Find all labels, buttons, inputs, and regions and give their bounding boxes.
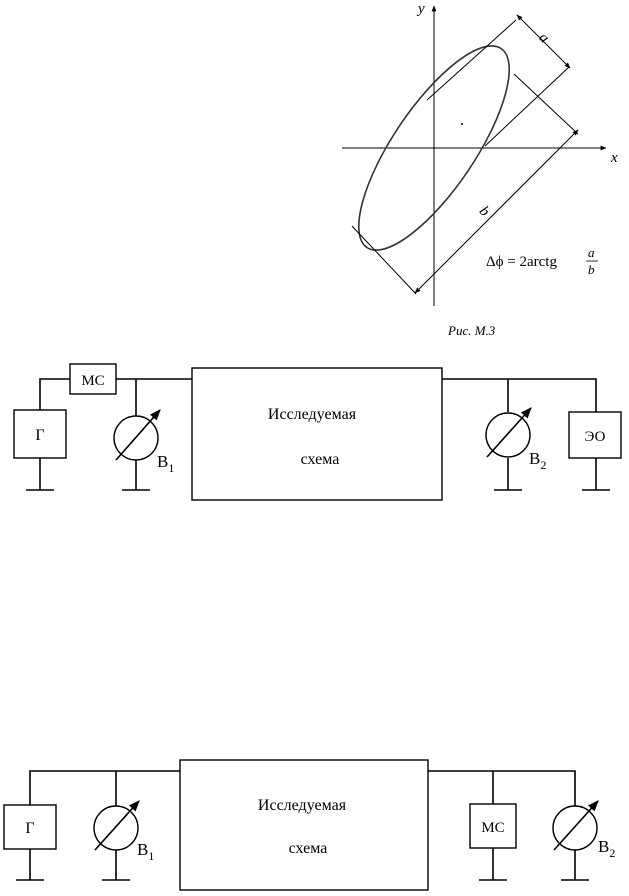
bounding-line: [426, 19, 517, 101]
formula-denominator: b: [588, 262, 595, 277]
circuit-under-test-box: [179, 759, 429, 891]
bounding-line: [513, 73, 579, 135]
bounding-line: [484, 66, 570, 147]
center-dot: [461, 123, 463, 125]
figure-caption: Рис. М.3: [447, 323, 496, 338]
dimension-b-arrow: [414, 129, 579, 294]
voltmeter-1-arrow: [94, 800, 140, 851]
store-label: МС: [481, 820, 504, 836]
voltmeter-1-label: B1: [157, 452, 174, 475]
y-axis-label: y: [416, 1, 425, 17]
circuit-under-test-line2: схема: [301, 451, 340, 468]
wire: [428, 770, 576, 806]
voltmeter-2-arrow: [553, 800, 599, 851]
dimension-a-arrow: [516, 14, 571, 69]
dimension-a-label: a: [535, 30, 552, 47]
store-box: [69, 363, 117, 395]
x-axis-label: x: [610, 150, 618, 166]
lissajous-figure: y x a b Δϕ = 2arctg a b Рис. М.3: [342, 1, 618, 338]
wire: [39, 378, 70, 410]
store-box: [469, 803, 517, 849]
voltmeter-2-arrow: [486, 407, 532, 458]
phase-formula: Δϕ = 2arctg: [486, 254, 557, 270]
generator-box: [3, 804, 57, 850]
circuit-under-test-line2: схема: [289, 840, 328, 857]
wire: [442, 378, 597, 412]
voltmeter-2-label: B2: [529, 449, 546, 472]
generator-label: Г: [25, 820, 34, 837]
generator-label: Г: [35, 427, 44, 444]
formula-numerator: a: [588, 245, 595, 260]
store-label: МС: [81, 373, 104, 389]
bounding-line: [351, 225, 417, 295]
circuit-under-test-line1: Исследуемая: [268, 406, 357, 423]
oscilloscope-label: ЭО: [585, 429, 606, 445]
circuit-diagram-2: Г B1 Исследуемая схема МС B2: [3, 759, 615, 891]
circuit-under-test-line1: Исследуемая: [258, 797, 347, 814]
circuit-under-test-box: [191, 367, 443, 501]
wire: [29, 770, 180, 805]
voltmeter-2-label: B2: [598, 837, 615, 860]
voltmeter-1-arrow: [115, 409, 161, 461]
circuit-diagram-1: МС Г B1 Исследуемая схема B2 ЭО: [13, 363, 622, 501]
generator-box: [13, 409, 67, 459]
voltmeter-1-label: B1: [137, 840, 154, 863]
oscilloscope-box: [568, 411, 622, 459]
